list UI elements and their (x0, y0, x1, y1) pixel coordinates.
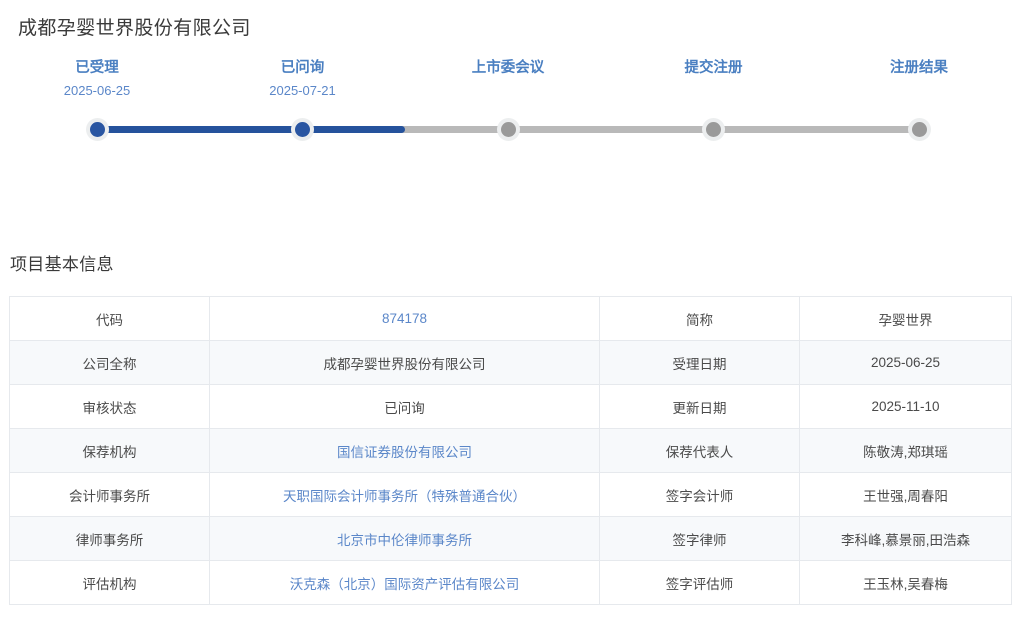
stepper-step-date: 2025-06-25 (63, 83, 131, 98)
row-label-left: 代码 (9, 296, 210, 341)
row-value-right: 陈敬涛,郑琪瑶 (799, 428, 1012, 473)
row-value-right: 孕婴世界 (799, 296, 1012, 341)
row-value-left[interactable]: 天职国际会计师事务所（特殊普通合伙） (209, 472, 600, 517)
stepper-node-dot-icon (295, 122, 310, 137)
row-label-right: 更新日期 (599, 384, 800, 429)
row-value-left: 成都孕婴世界股份有限公司 (209, 340, 600, 385)
row-value-left[interactable]: 北京市中伦律师事务所 (209, 516, 600, 561)
stepper-node-2[interactable] (291, 118, 314, 141)
row-label-right: 签字评估师 (599, 560, 800, 605)
row-value-right: 李科峰,慕景丽,田浩森 (799, 516, 1012, 561)
stepper-step-5[interactable]: 注册结果 (824, 58, 1014, 78)
table-row: 评估机构沃克森（北京）国际资产评估有限公司签字评估师王玉林,吴春梅 (9, 560, 1012, 605)
row-label-right: 简称 (599, 296, 800, 341)
stepper-step-label: 上市委会议 (471, 60, 545, 76)
stepper-node-4[interactable] (702, 118, 725, 141)
stepper-step-date: 2025-07-21 (269, 83, 336, 98)
row-label-left: 评估机构 (9, 560, 210, 605)
table-row: 会计师事务所天职国际会计师事务所（特殊普通合伙）签字会计师王世强,周春阳 (9, 472, 1012, 517)
stepper-step-3[interactable]: 上市委会议 (413, 58, 603, 78)
stepper-node-dot-icon (911, 122, 927, 137)
row-label-left: 保荐机构 (9, 428, 210, 473)
stepper-step-4[interactable]: 提交注册 (619, 58, 809, 78)
row-value-right: 2025-06-25 (799, 340, 1012, 385)
row-label-right: 签字律师 (599, 516, 800, 561)
row-label-left: 律师事务所 (9, 516, 210, 561)
section-title-basic-info: 项目基本信息 (10, 255, 114, 274)
row-label-left: 公司全称 (9, 340, 210, 385)
page-title: 成都孕婴世界股份有限公司 (18, 18, 251, 39)
row-label-right: 受理日期 (599, 340, 800, 385)
stepper-node-dot-icon (500, 122, 516, 137)
stepper-step-label: 已受理 (75, 60, 119, 76)
stepper-node-dot-icon (706, 122, 721, 137)
review-progress-stepper: 已受理 2025-06-25 已问询 2025-07-21 上市委会议 提交注册 注册结果 (0, 58, 1024, 150)
row-label-left: 会计师事务所 (9, 472, 210, 517)
stepper-node-3[interactable] (496, 118, 520, 141)
row-value-left: 已问询 (209, 384, 600, 429)
stepper-step-label: 提交注册 (684, 60, 743, 76)
stepper-step-label: 注册结果 (890, 60, 948, 76)
row-label-left: 审核状态 (9, 384, 210, 429)
row-value-right: 王玉林,吴春梅 (799, 560, 1012, 605)
table-row: 律师事务所北京市中伦律师事务所签字律师李科峰,慕景丽,田浩森 (9, 516, 1012, 561)
stepper-track-fill (97, 126, 406, 133)
table-row: 保荐机构国信证券股份有限公司保荐代表人陈敬涛,郑琪瑶 (9, 428, 1012, 473)
stepper-node-dot-icon (89, 122, 105, 137)
stepper-step-label: 已问询 (280, 60, 325, 76)
row-value-right: 王世强,周春阳 (799, 472, 1012, 517)
row-value-left[interactable]: 沃克森（北京）国际资产评估有限公司 (209, 560, 600, 605)
row-value-right: 2025-11-10 (799, 384, 1012, 429)
stepper-node-5[interactable] (907, 118, 931, 141)
stepper-step-1[interactable]: 已受理 2025-06-25 (2, 58, 192, 100)
stepper-node-1[interactable] (85, 118, 109, 141)
row-value-left[interactable]: 874178 (209, 296, 600, 341)
row-value-left[interactable]: 国信证券股份有限公司 (209, 428, 600, 473)
stepper-step-2[interactable]: 已问询 2025-07-21 (208, 58, 398, 100)
row-label-right: 保荐代表人 (599, 428, 800, 473)
row-label-right: 签字会计师 (599, 472, 800, 517)
